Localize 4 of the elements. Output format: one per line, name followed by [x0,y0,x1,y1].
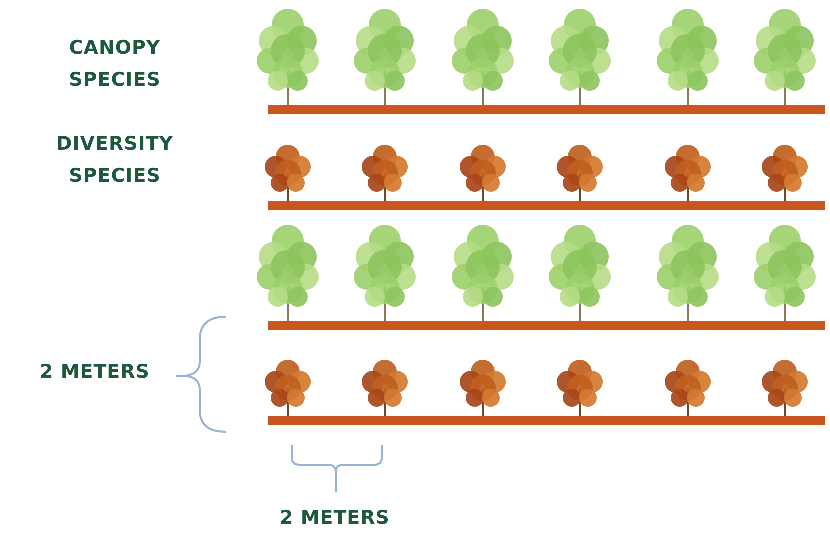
row-label: DIVERSITY SPECIES [55,132,175,189]
dimension-label: 2 METERS [39,360,151,385]
row-label: CANOPY SPECIES [68,36,162,93]
dimension-label: 2 METERS [279,506,391,531]
